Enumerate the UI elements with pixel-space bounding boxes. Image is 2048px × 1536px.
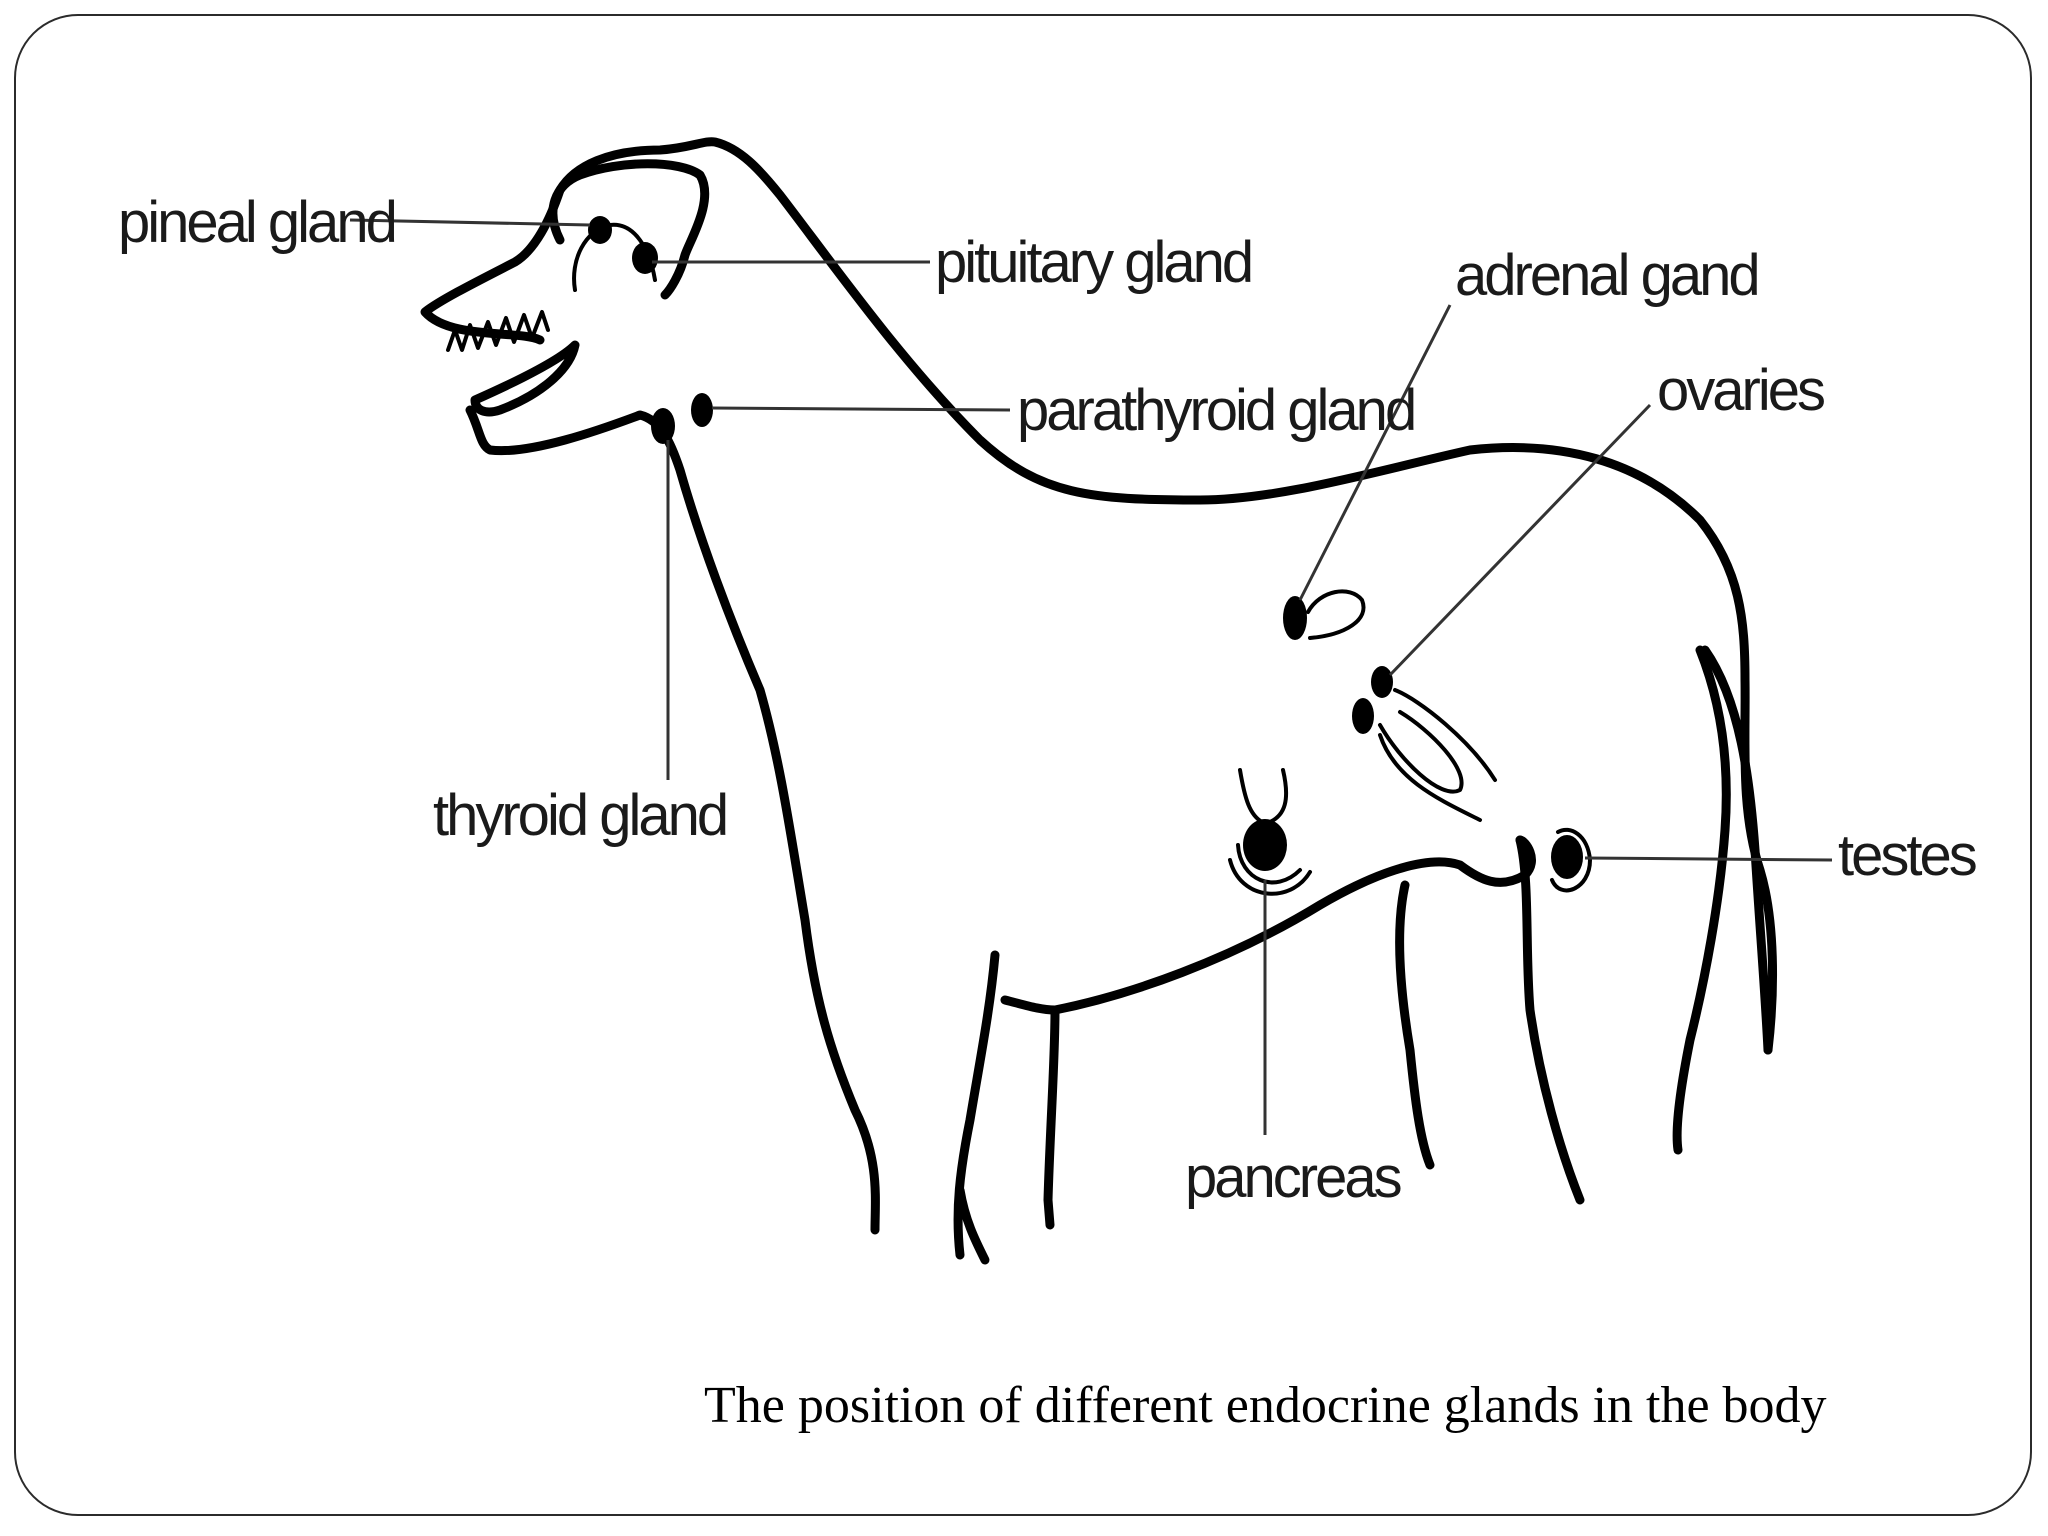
kidney-outline bbox=[1306, 589, 1366, 640]
rear-leg-right bbox=[1515, 835, 1585, 1205]
glands bbox=[588, 216, 1592, 896]
ovaries-leader bbox=[1388, 403, 1652, 677]
ovary-dot-lower bbox=[1352, 698, 1374, 734]
pineal-leader bbox=[349, 218, 591, 227]
pancreas-dot bbox=[1243, 819, 1287, 871]
pineal-gland-dot bbox=[588, 216, 612, 244]
parathyroid-gland-label: parathyroid gland bbox=[1017, 378, 1414, 443]
rear-leg-left bbox=[1395, 880, 1435, 1170]
pituitary-gland-dot bbox=[632, 242, 658, 274]
ovaries-label: ovaries bbox=[1657, 358, 1824, 423]
testes-label: testes bbox=[1838, 823, 1976, 888]
uterus-outline bbox=[1378, 688, 1497, 822]
labels: pineal gland pituitary gland adrenal gan… bbox=[118, 190, 1979, 1210]
front-hoof bbox=[955, 1185, 990, 1265]
leader-lines bbox=[349, 218, 1833, 1135]
pineal-gland-label: pineal gland bbox=[118, 190, 395, 255]
front-leg bbox=[953, 950, 1000, 1260]
parathyroid-gland-dot bbox=[691, 393, 713, 427]
tail bbox=[1700, 645, 1773, 1055]
teeth bbox=[446, 310, 550, 352]
thyroid-gland-dot bbox=[651, 408, 675, 444]
ovary-dot-upper bbox=[1371, 666, 1393, 698]
thyroid-gland-label: thyroid gland bbox=[433, 783, 726, 848]
front-leg-inner bbox=[1000, 995, 1060, 1230]
slide-frame bbox=[14, 14, 2032, 1516]
belly-outline bbox=[1050, 835, 1536, 1015]
pituitary-gland-label: pituitary gland bbox=[935, 230, 1251, 295]
animal-outline bbox=[420, 137, 1778, 1265]
pancreas-label: pancreas bbox=[1185, 1145, 1401, 1210]
adrenal-leader bbox=[1298, 304, 1452, 601]
adrenal-gland-dot bbox=[1283, 596, 1307, 640]
rear-leg-back bbox=[1672, 645, 1731, 1155]
pancreas-outline bbox=[1228, 768, 1312, 896]
diagram-caption: The position of different endocrine glan… bbox=[704, 1377, 1827, 1434]
head-and-back-outline bbox=[420, 137, 1778, 1055]
adrenal-gland-label: adrenal gand bbox=[1455, 243, 1758, 308]
testes-dot bbox=[1551, 835, 1583, 879]
testes-leader bbox=[1584, 856, 1833, 862]
parathyroid-leader bbox=[711, 406, 1011, 412]
mouth-outline bbox=[470, 340, 580, 417]
testes-outline bbox=[1550, 827, 1592, 893]
jaw-and-chest-outline bbox=[465, 405, 880, 1235]
